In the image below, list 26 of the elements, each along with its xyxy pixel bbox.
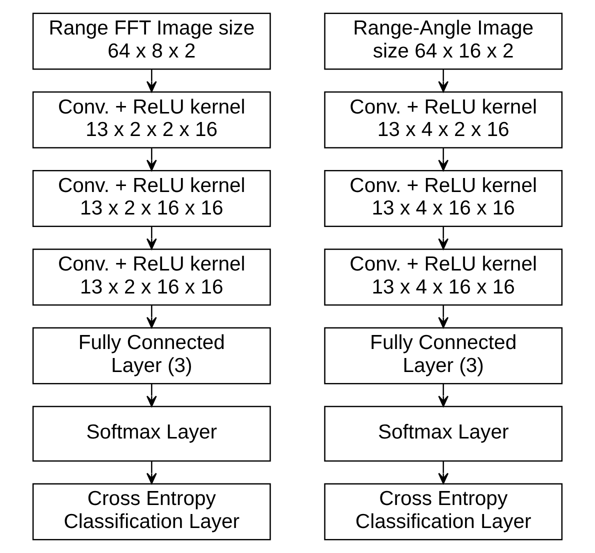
arrow [438,461,449,484]
node-box: Cross Entropy Classification Layer [32,483,271,540]
arrow [146,461,157,484]
arrow [438,70,449,92]
arrow [438,384,449,407]
arrow [146,226,157,250]
node-box: Fully Connected Layer (3) [324,327,563,384]
arrow [438,305,449,328]
node-box: Conv. + ReLU kernel 13 x 2 x 16 x 16 [32,170,271,228]
node-box: Conv. + ReLU kernel 13 x 4 x 16 x 16 [324,248,563,306]
arrow [146,148,157,171]
arrow [438,226,449,250]
node-box: Conv. + ReLU kernel 13 x 2 x 2 x 16 [32,91,271,148]
node-box: Range-Angle Image size 64 x 16 x 2 [324,12,563,70]
arrow [146,305,157,328]
arrow [146,384,157,407]
node-box: Conv. + ReLU kernel 13 x 4 x 16 x 16 [324,170,563,228]
node-box: Fully Connected Layer (3) [32,327,271,384]
node-box: Softmax Layer [324,406,563,462]
arrow [146,70,157,92]
arrow [438,148,449,171]
node-box: Conv. + ReLU kernel 13 x 4 x 2 x 16 [324,91,563,148]
node-box: Conv. + ReLU kernel 13 x 2 x 16 x 16 [32,248,271,306]
node-box: Range FFT Image size 64 x 8 x 2 [32,12,271,70]
node-box: Cross Entropy Classification Layer [324,483,563,540]
node-box: Softmax Layer [32,406,271,462]
